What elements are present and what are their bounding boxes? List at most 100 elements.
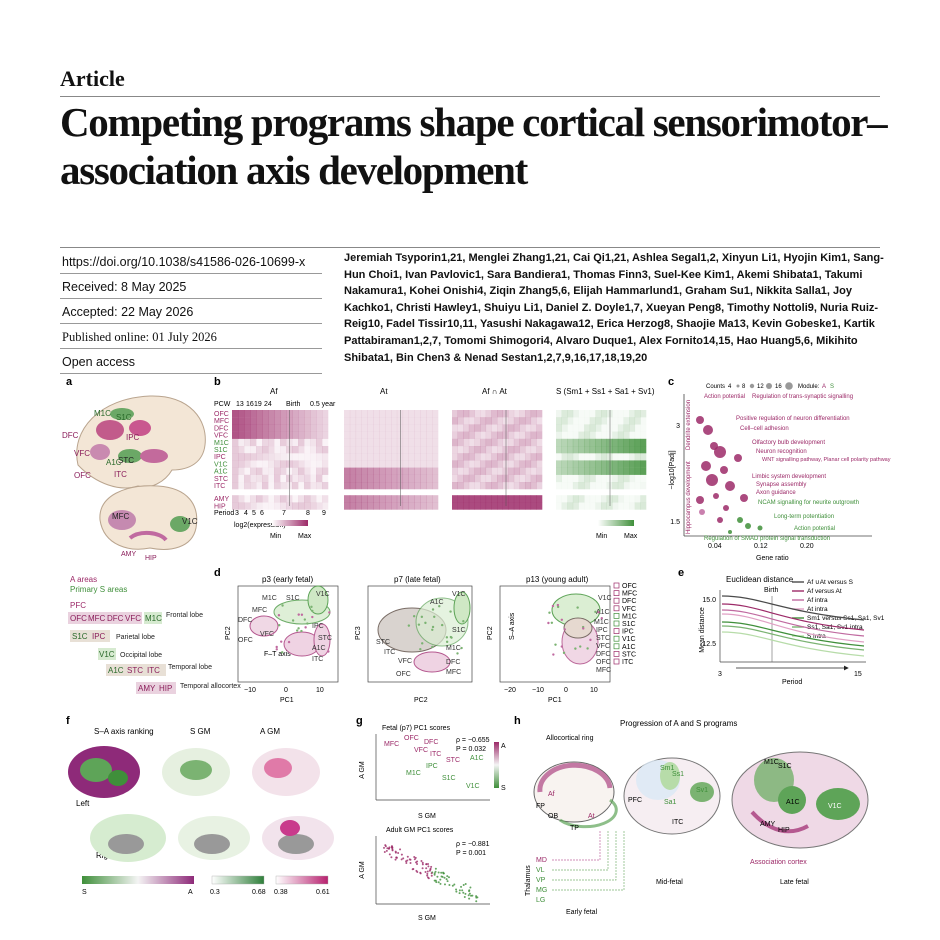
heatmap-cell <box>485 453 492 461</box>
heatmap-cell <box>408 410 415 418</box>
heatmap-cell <box>556 495 562 503</box>
gm-point <box>462 884 465 887</box>
svg-text:PC1: PC1 <box>548 697 562 704</box>
heatmap-cell <box>420 460 427 468</box>
heatmap-cell <box>250 446 257 454</box>
heatmap-cell <box>367 417 374 425</box>
svg-text:PC1: PC1 <box>280 697 294 704</box>
bubble <box>725 481 735 491</box>
heatmap-cell <box>256 438 263 447</box>
heatmap-cell <box>310 417 317 425</box>
gm-point <box>419 871 422 874</box>
heatmap-cell <box>530 495 537 503</box>
heatmap-cell <box>508 438 515 447</box>
heatmap-cell <box>640 482 647 490</box>
panel-letter-h: h <box>514 715 521 727</box>
heatmap-cell <box>396 431 404 439</box>
heatmap-cell <box>508 502 515 510</box>
heatmap-cell <box>361 460 368 468</box>
heatmap-cell <box>463 438 470 447</box>
heatmap-cell <box>623 460 630 468</box>
heatmap-cell <box>402 495 409 503</box>
heatmap-cell <box>567 431 574 439</box>
heatmap-cell <box>589 474 596 483</box>
heatmap-cell <box>379 446 386 454</box>
heatmap-cell <box>379 424 386 432</box>
heatmap-cell <box>391 467 398 475</box>
gm-point <box>430 865 433 868</box>
heatmap-cell <box>584 431 591 439</box>
svg-text:8: 8 <box>742 384 746 390</box>
heatmap-cell <box>578 446 585 454</box>
heatmap-cell <box>414 474 421 483</box>
heatmap-cell <box>640 424 647 432</box>
pca-point <box>574 647 577 650</box>
svg-text:V1C: V1C <box>466 783 480 790</box>
heatmap-cell <box>474 438 481 447</box>
heatmap-cell <box>634 460 641 468</box>
svg-text:At: At <box>588 813 595 820</box>
gm-point <box>400 858 403 861</box>
heatmap-cell <box>556 424 562 432</box>
svg-text:Action potential: Action potential <box>794 526 835 532</box>
heatmap-cell <box>361 438 368 447</box>
heatmap-cell <box>244 495 251 503</box>
heatmap-cell <box>556 438 562 447</box>
heatmap-cell <box>322 446 329 454</box>
heatmap-cell <box>420 453 427 461</box>
bubble <box>706 474 718 486</box>
heatmap-cell <box>304 482 311 490</box>
doi-link[interactable]: https://doi.org/10.1038/s41586-026-10699… <box>62 255 306 269</box>
heatmap-cell <box>232 467 239 475</box>
heatmap-cell <box>244 446 251 454</box>
gm-point <box>447 876 450 879</box>
heatmap-cell <box>595 424 602 432</box>
heatmap-cell <box>280 502 287 510</box>
heatmap-cell <box>595 474 602 483</box>
heatmap-cell <box>491 502 498 510</box>
heatmap-cell <box>513 474 520 483</box>
heatmap-cell <box>385 438 392 447</box>
heatmap-cell <box>432 438 439 447</box>
svg-text:Sa1: Sa1 <box>664 799 677 806</box>
pca-point <box>310 605 313 609</box>
heatmap-cell <box>519 495 526 503</box>
heatmap-cell <box>396 417 404 425</box>
heatmap-cell <box>463 467 470 475</box>
heatmap-cell <box>316 446 323 454</box>
svg-text:A1C: A1C <box>108 666 124 675</box>
heatmap-cell <box>402 424 409 432</box>
heatmap-cell <box>617 431 624 439</box>
svg-text:Regulation of SMAD protein sig: Regulation of SMAD protein signal transd… <box>704 536 830 542</box>
heatmap-cell <box>292 431 299 439</box>
heatmap-cell <box>391 431 398 439</box>
heatmap-cell <box>316 438 323 447</box>
heatmap-cell <box>274 410 281 418</box>
heatmap-cell <box>244 424 251 432</box>
heatmap-cell <box>567 453 574 461</box>
heatmap-cell <box>578 417 585 425</box>
heatmap-cell <box>485 446 492 454</box>
heatmap-cell <box>561 482 568 490</box>
heatmap-cell <box>485 424 492 432</box>
heatmap-cell <box>349 417 357 425</box>
heatmap-cell <box>396 460 404 468</box>
svg-text:Temporal allocortex: Temporal allocortex <box>180 683 241 690</box>
heatmap-cell <box>292 474 299 483</box>
heatmap-cell <box>391 453 398 461</box>
panel-letter-g: g <box>356 715 363 727</box>
heatmap-cell <box>508 431 515 439</box>
svg-text:Thalamus: Thalamus <box>525 865 532 896</box>
gm-point <box>455 888 458 891</box>
svg-text:ITC: ITC <box>430 751 441 758</box>
heatmaps <box>232 410 647 510</box>
heatmap-cell <box>420 482 427 490</box>
heatmap-cell <box>634 467 641 475</box>
heatmap-cell <box>274 495 281 503</box>
heatmap-cell <box>629 438 636 447</box>
open-access-badge[interactable]: Open access <box>62 355 135 369</box>
heatmap-cell <box>262 460 269 468</box>
heatmap-cell <box>556 474 562 483</box>
region-label: VFC <box>74 449 90 458</box>
heatmap-cell <box>344 460 351 468</box>
